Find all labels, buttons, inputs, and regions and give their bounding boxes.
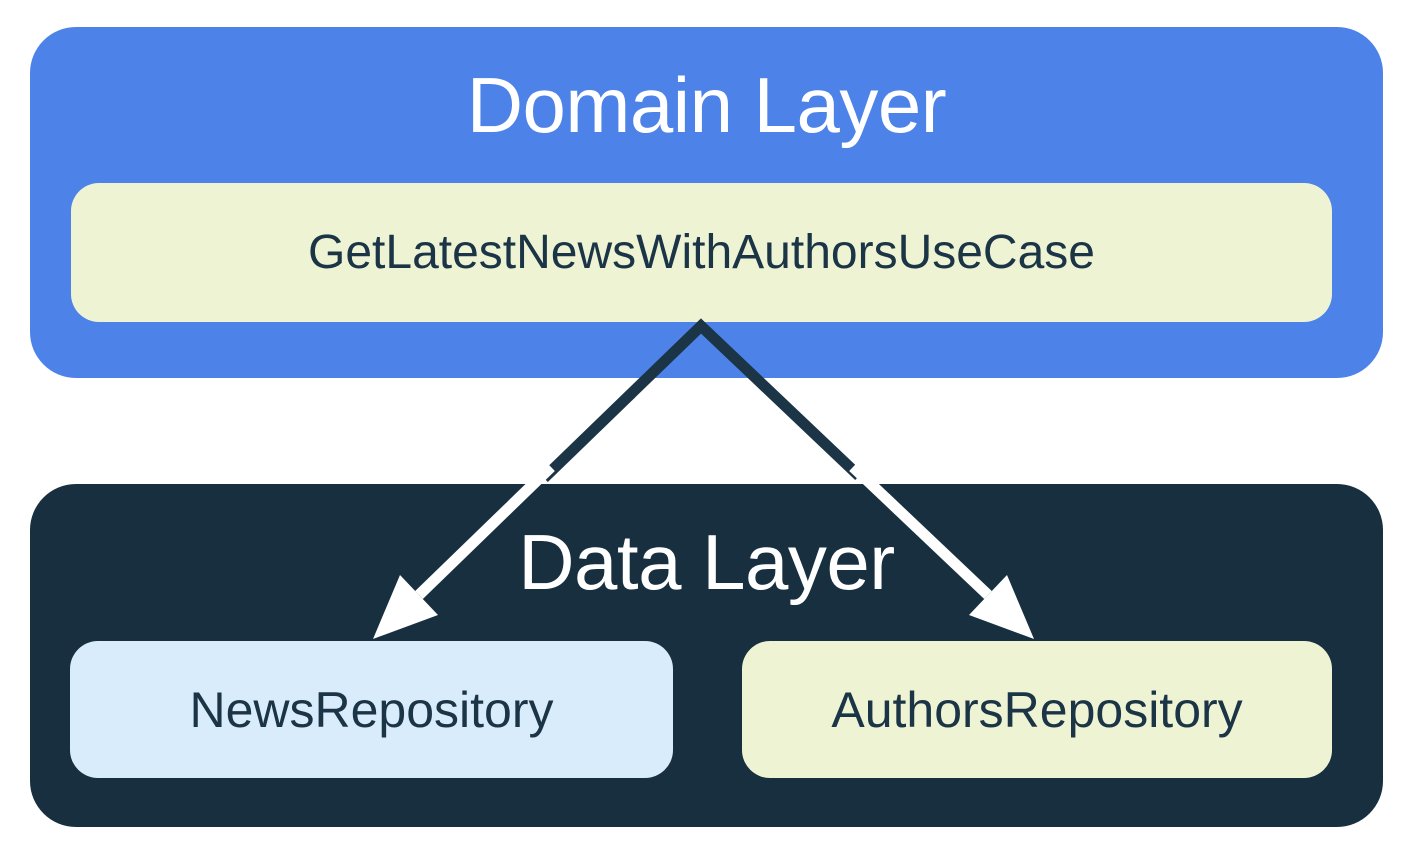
data-layer-title: Data Layer [518,517,895,606]
domain-layer-title: Domain Layer [466,60,947,149]
authors-repository-box: AuthorsRepository [742,641,1332,778]
data-layer-box: Data Layer NewsRepository AuthorsReposit… [30,484,1383,827]
authors-repository-label: AuthorsRepository [831,681,1243,738]
news-repository-label: NewsRepository [189,681,554,738]
usecase-label: GetLatestNewsWithAuthorsUseCase [308,226,1095,279]
domain-layer-box: Domain Layer GetLatestNewsWithAuthorsUse… [30,27,1383,378]
usecase-box: GetLatestNewsWithAuthorsUseCase [71,183,1332,322]
news-repository-box: NewsRepository [70,641,673,778]
